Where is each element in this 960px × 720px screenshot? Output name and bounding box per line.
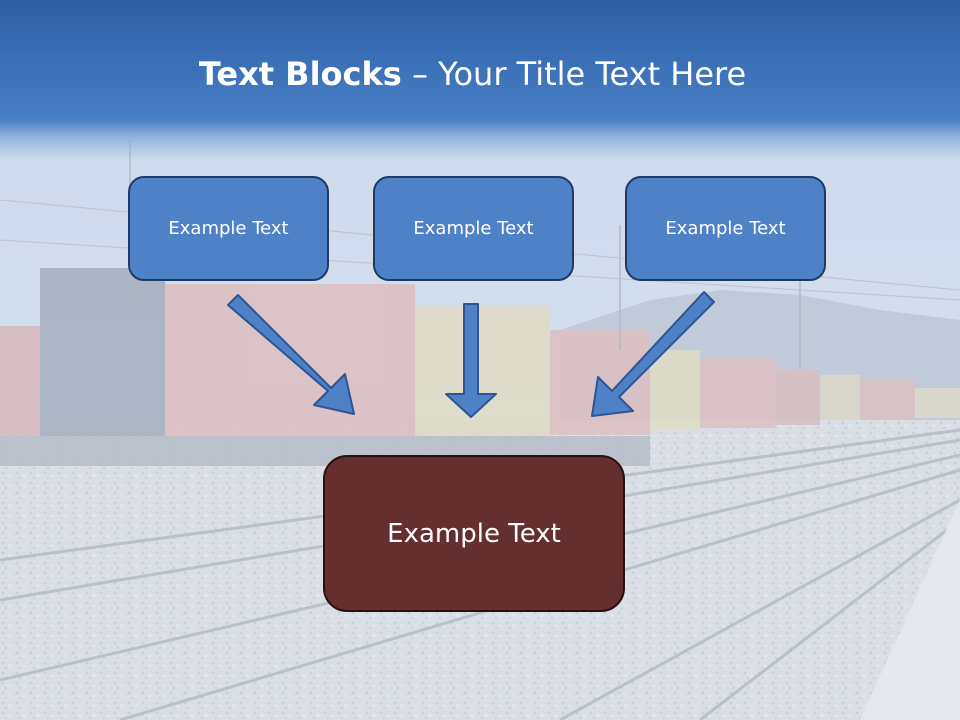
- train: [0, 268, 960, 466]
- title-bold: Text Blocks: [198, 55, 402, 93]
- target-text-block-label: Example Text: [387, 518, 561, 549]
- text-block-2-label: Example Text: [413, 218, 534, 239]
- target-text-block[interactable]: Example Text: [323, 455, 625, 612]
- text-block-1[interactable]: Example Text: [128, 176, 329, 281]
- text-block-2[interactable]: Example Text: [373, 176, 574, 281]
- title-rest: Your Title Text Here: [438, 55, 747, 93]
- title-dash: –: [401, 55, 439, 93]
- text-block-3-label: Example Text: [665, 218, 786, 239]
- header-band: [0, 0, 960, 160]
- text-block-3[interactable]: Example Text: [625, 176, 826, 281]
- arrow-middle-down: [445, 303, 497, 418]
- slide-title: Text Blocks – Your Title Text Here: [0, 52, 945, 96]
- arrow-left-diagonal: [227, 294, 355, 415]
- text-block-1-label: Example Text: [168, 218, 289, 239]
- arrow-right-diagonal: [591, 291, 715, 417]
